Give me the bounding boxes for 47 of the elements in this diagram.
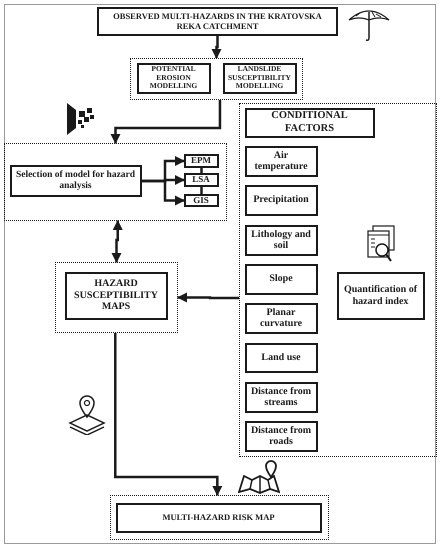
dotted-group-frame	[110, 495, 329, 540]
box-label: Lithology and soil	[250, 228, 312, 252]
arrow	[142, 180, 185, 206]
process-box	[97, 7, 338, 36]
process-box	[64, 272, 168, 320]
arrow	[112, 220, 123, 263]
box-label: Planar curvature	[258, 306, 304, 330]
process-box	[184, 194, 218, 206]
box-label: LSA	[192, 174, 210, 185]
process-box	[336, 272, 424, 320]
box-label: EPM	[191, 155, 211, 166]
process-box	[184, 172, 218, 186]
arrow	[177, 292, 239, 302]
process-box	[244, 420, 318, 452]
arrow	[212, 36, 222, 59]
dotted-group-frame	[55, 262, 178, 333]
box-label: Air temperature	[253, 150, 309, 172]
process-box	[244, 184, 318, 216]
process-box	[184, 154, 218, 168]
box-label: Slope	[269, 273, 293, 285]
process-box	[244, 108, 374, 138]
process-box	[244, 146, 318, 176]
box-label: CONDITIONAL FACTORS	[270, 110, 349, 135]
box-label: Precipitation	[253, 194, 309, 206]
dotted-group-frame	[130, 58, 303, 100]
dotted-group-frame	[239, 103, 437, 457]
process-box	[244, 302, 318, 334]
dotted-group-frame	[4, 143, 227, 221]
box-label: Land use	[261, 352, 301, 364]
process-box	[116, 502, 322, 532]
box-label: Selection of model for hazard analysis	[14, 170, 136, 192]
process-box	[244, 342, 318, 372]
box-label: OBSERVED MULTI-HAZARDS IN THE KRATOVSKA REKA CATCHMENT	[112, 12, 323, 32]
process-box	[244, 264, 318, 294]
process-box	[222, 62, 296, 94]
box-label: Distance from streams	[250, 386, 312, 408]
box-label: MULTI-HAZARD RISK MAP	[162, 512, 275, 522]
process-box	[136, 62, 210, 94]
box-label: GIS	[193, 194, 209, 206]
arrow	[114, 333, 222, 496]
box-label: Distance from roads	[250, 424, 312, 448]
process-box	[244, 382, 318, 412]
process-box	[10, 164, 142, 196]
box-label: Quantification of hazard index	[342, 284, 418, 307]
arrow	[110, 100, 222, 144]
process-box	[244, 224, 318, 256]
box-label: HAZARD SUSCEPTIBILITY MAPS	[73, 278, 159, 313]
